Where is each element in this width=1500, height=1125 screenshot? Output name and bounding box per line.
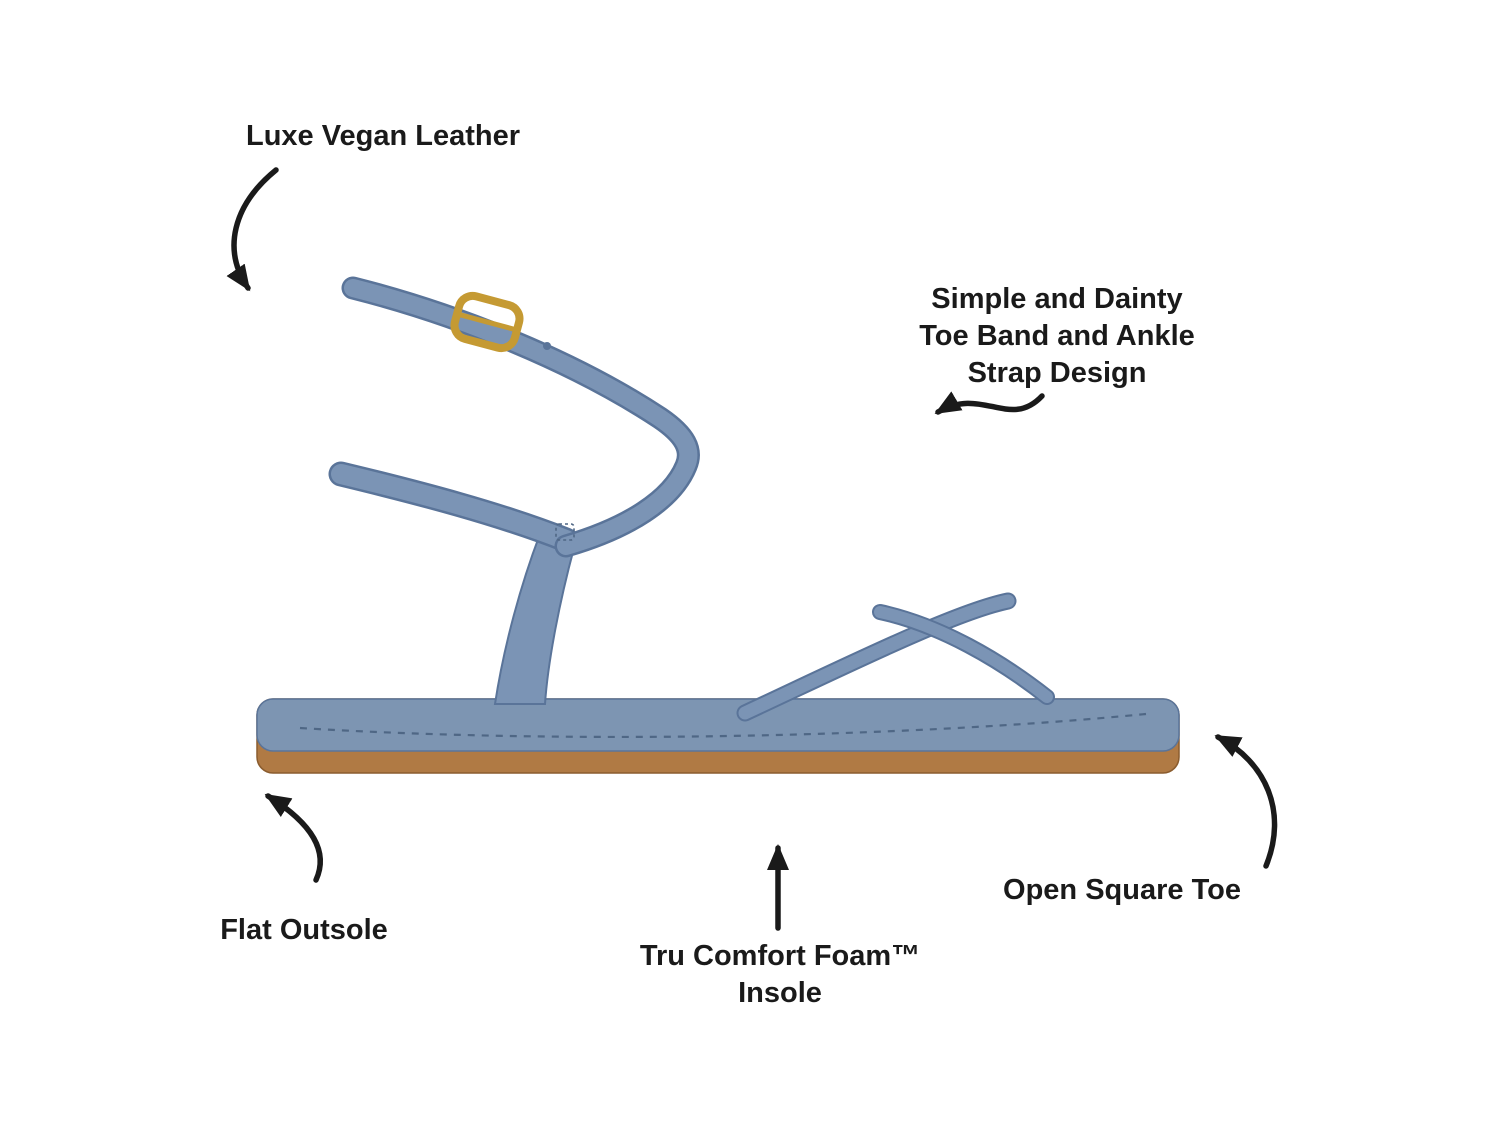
label-toe-band-line3: Strap Design bbox=[967, 357, 1147, 389]
buckle bbox=[450, 291, 524, 353]
sandal bbox=[256, 276, 1180, 774]
label-tru-comfort-foam: Tru Comfort Foam™ Insole bbox=[640, 938, 920, 1012]
label-open-square-toe: Open Square Toe bbox=[1003, 874, 1241, 906]
arrow-toe-band-ankle-strap bbox=[934, 391, 1045, 415]
toe-strap-front bbox=[738, 594, 1015, 720]
heel-strap-post bbox=[493, 532, 576, 705]
ankle-strap-lower bbox=[331, 464, 576, 550]
annotation-arrows bbox=[226, 167, 1278, 931]
arrow-flat-outsole bbox=[264, 793, 323, 883]
label-luxe-vegan-leather: Luxe Vegan Leather bbox=[246, 120, 520, 152]
arrow-open-square-toe bbox=[1214, 734, 1278, 869]
label-flat-outsole: Flat Outsole bbox=[220, 914, 388, 946]
label-toe-band-line1: Simple and Dainty bbox=[931, 283, 1183, 315]
label-toe-band-ankle-strap: Simple and Dainty Toe Band and Ankle Str… bbox=[919, 281, 1195, 392]
sandal-footbed bbox=[256, 698, 1180, 752]
toe-strap-back bbox=[874, 606, 1053, 703]
arrow-luxe-vegan-leather bbox=[226, 167, 279, 292]
label-toe-band-line2: Toe Band and Ankle bbox=[919, 320, 1195, 352]
label-tru-comfort-line2: Insole bbox=[738, 977, 822, 1009]
ankle-strap-upper bbox=[344, 279, 698, 555]
strap-junction-stitch bbox=[555, 523, 575, 541]
footbed-stitching bbox=[299, 712, 1147, 739]
label-tru-comfort-line1: Tru Comfort Foam™ bbox=[639, 940, 921, 972]
strap-hole bbox=[543, 342, 551, 350]
buckle-prong bbox=[456, 311, 516, 332]
